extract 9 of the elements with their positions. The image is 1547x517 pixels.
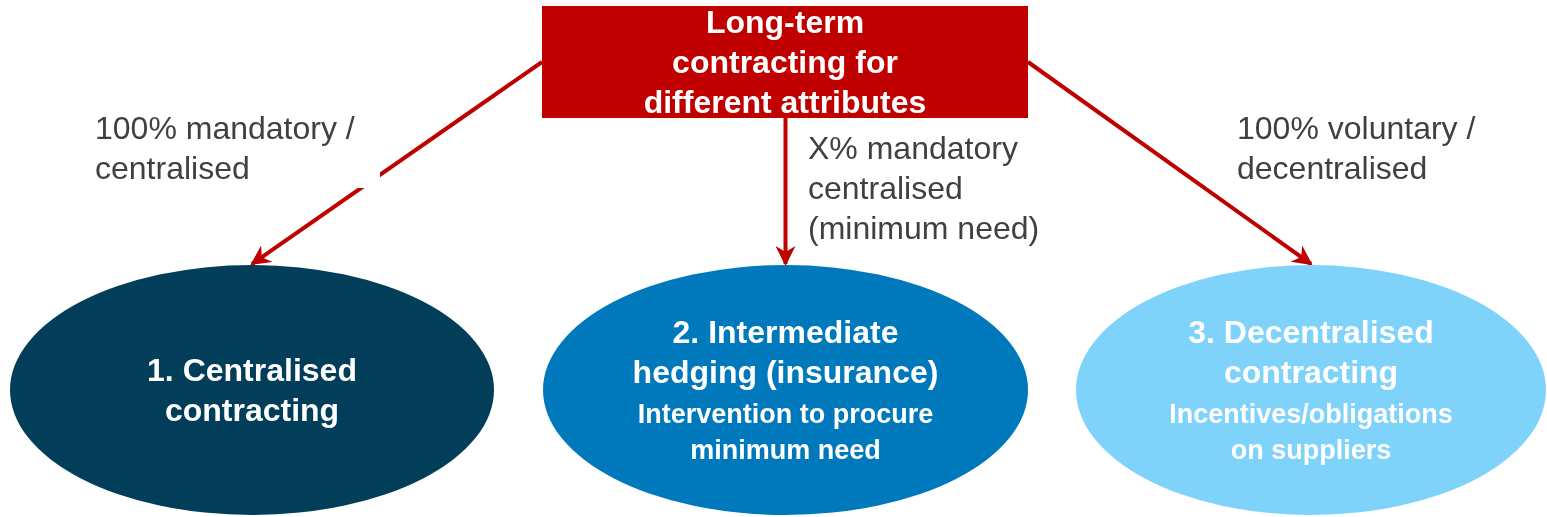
node-title: 1. Centralised contracting bbox=[146, 351, 358, 430]
node-description: Intervention to procure minimum need bbox=[636, 398, 935, 467]
node-title: 3. Decentralised contracting bbox=[1187, 313, 1435, 392]
node-title: 2. Intermediate hedging (insurance) bbox=[631, 313, 940, 392]
node-description: Incentives/obligations on suppliers bbox=[1168, 398, 1454, 467]
title-box bbox=[542, 6, 1028, 118]
arrow bbox=[775, 118, 796, 266]
arrow bbox=[250, 60, 544, 266]
node-title: Long-term contracting for different attributes bbox=[642, 3, 928, 122]
